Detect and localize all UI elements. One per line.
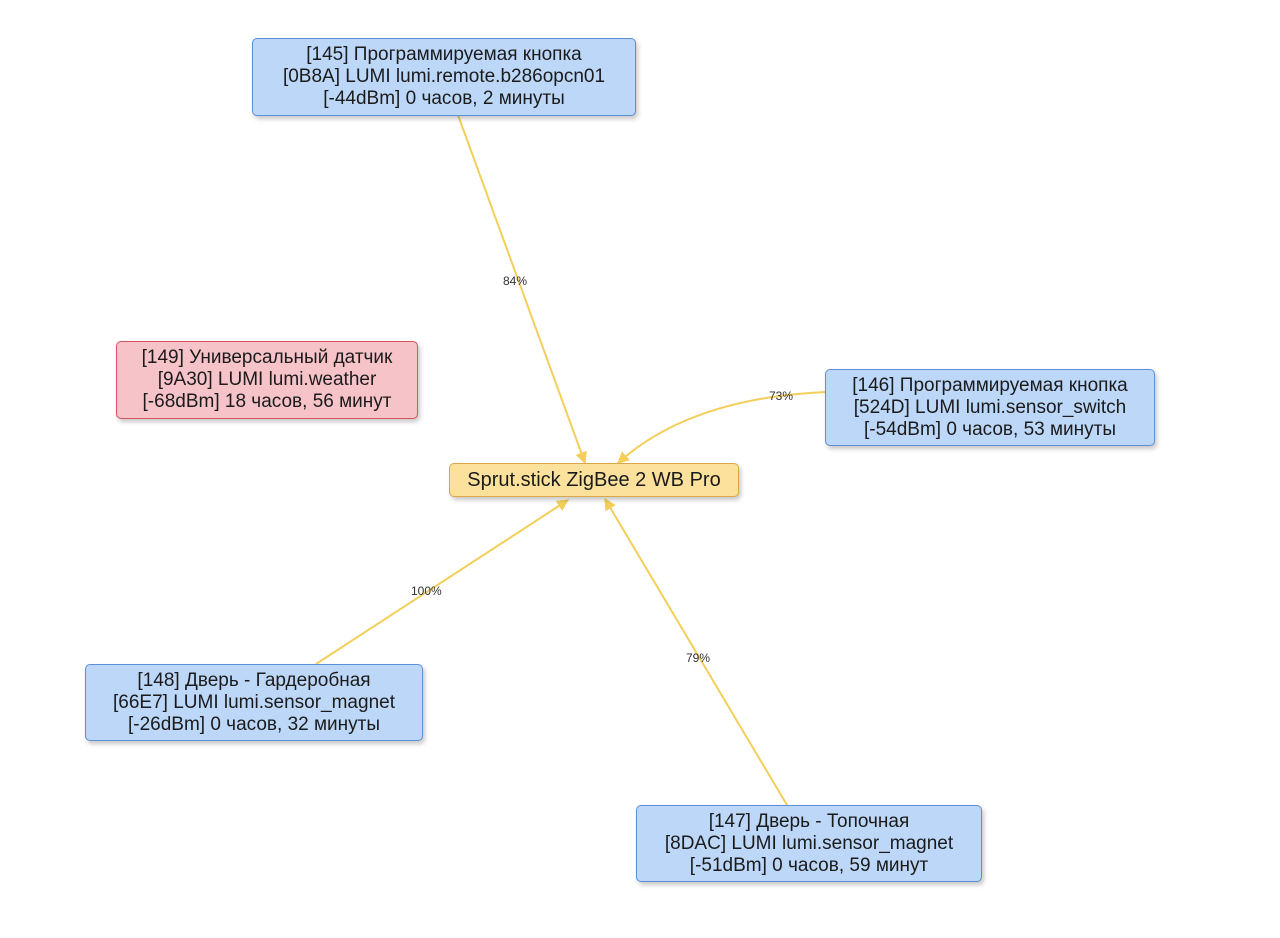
- device-model: [0B8A] LUMI lumi.remote.b286opcn01: [282, 66, 606, 87]
- device-node-145[interactable]: [145] Программируемая кнопка [0B8A] LUMI…: [252, 38, 636, 116]
- link-146-hub: [617, 391, 827, 464]
- device-model: [524D] LUMI lumi.sensor_switch: [853, 396, 1127, 418]
- link-quality-148: 100%: [411, 584, 442, 598]
- link-148-hub: [315, 499, 570, 665]
- device-name: [148] Дверь - Гардеробная: [137, 669, 371, 691]
- device-signal: [-44dBm] 0 часов, 2 минуты: [323, 88, 565, 109]
- device-model: [66E7] LUMI lumi.sensor_magnet: [113, 691, 395, 713]
- device-signal: [-68dBm] 18 часов, 56 минут: [142, 391, 392, 412]
- device-node-148[interactable]: [148] Дверь - Гардеробная [66E7] LUMI lu…: [85, 664, 423, 741]
- link-quality-147: 79%: [686, 651, 710, 665]
- link-quality-146: 73%: [769, 389, 793, 403]
- device-signal: [-26dBm] 0 часов, 32 минуты: [127, 713, 381, 735]
- link-quality-145: 84%: [503, 274, 527, 288]
- device-name: [147] Дверь - Топочная: [708, 810, 910, 832]
- device-name: [149] Универсальный датчик: [141, 347, 393, 368]
- coordinator-label: Sprut.stick ZigBee 2 WB Pro: [467, 469, 721, 491]
- device-name: [145] Программируемая кнопка: [306, 44, 582, 65]
- device-model: [9A30] LUMI lumi.weather: [157, 369, 377, 390]
- device-node-147[interactable]: [147] Дверь - Топочная [8DAC] LUMI lumi.…: [636, 805, 982, 882]
- device-signal: [-54dBm] 0 часов, 53 минуты: [863, 418, 1117, 440]
- device-node-146[interactable]: [146] Программируемая кнопка [524D] LUMI…: [825, 369, 1155, 446]
- device-node-149[interactable]: [149] Универсальный датчик [9A30] LUMI l…: [116, 341, 418, 419]
- link-145-hub: [457, 114, 587, 465]
- link-147-hub: [604, 497, 788, 806]
- coordinator-node[interactable]: Sprut.stick ZigBee 2 WB Pro: [449, 463, 739, 497]
- device-signal: [-51dBm] 0 часов, 59 минут: [689, 854, 929, 876]
- device-name: [146] Программируемая кнопка: [852, 374, 1128, 396]
- device-model: [8DAC] LUMI lumi.sensor_magnet: [664, 832, 954, 854]
